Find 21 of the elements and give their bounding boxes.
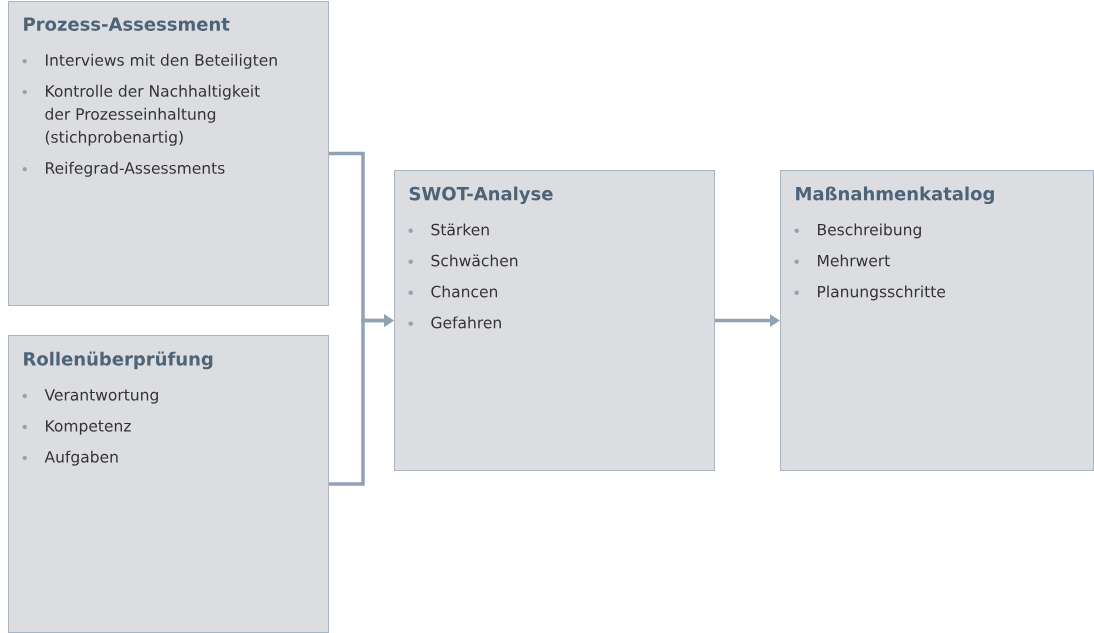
bullet-item: Aufgaben [44,450,118,466]
process-box [8,1,329,306]
bullet-item: Kontrolle der Nachhaltigkeit der Prozesseinhaltung (stichprobenartig) [45,84,260,146]
process-box [780,170,1094,471]
bullet-item: Schwächen [431,254,518,267]
box-heading: Maßnahmenkatalog [796,186,994,205]
bullet-item: Gefahren [431,316,501,329]
bullet-item: Verantwortung [44,389,158,404]
box-heading: Prozess-Assessment [24,17,230,31]
box-heading: SWOT-Analyse [409,186,553,205]
bullet-item: Chancen [431,285,498,298]
bullet-item: Stärken [431,223,489,236]
bullet-item: Kompetenz [46,420,131,435]
bullet-item: Beschreibung [818,223,921,239]
bullet-item: Planungsschritte [818,285,946,301]
process-box [394,170,715,471]
bullet-item: Interviews mit den Beteiligten [46,53,277,69]
bullet-item: Reifegrad-Assessments [46,161,225,177]
bullet-item: Mehrwert [818,254,890,267]
box-heading: Rollenüberprüfung [24,351,213,370]
process-box [8,335,329,633]
